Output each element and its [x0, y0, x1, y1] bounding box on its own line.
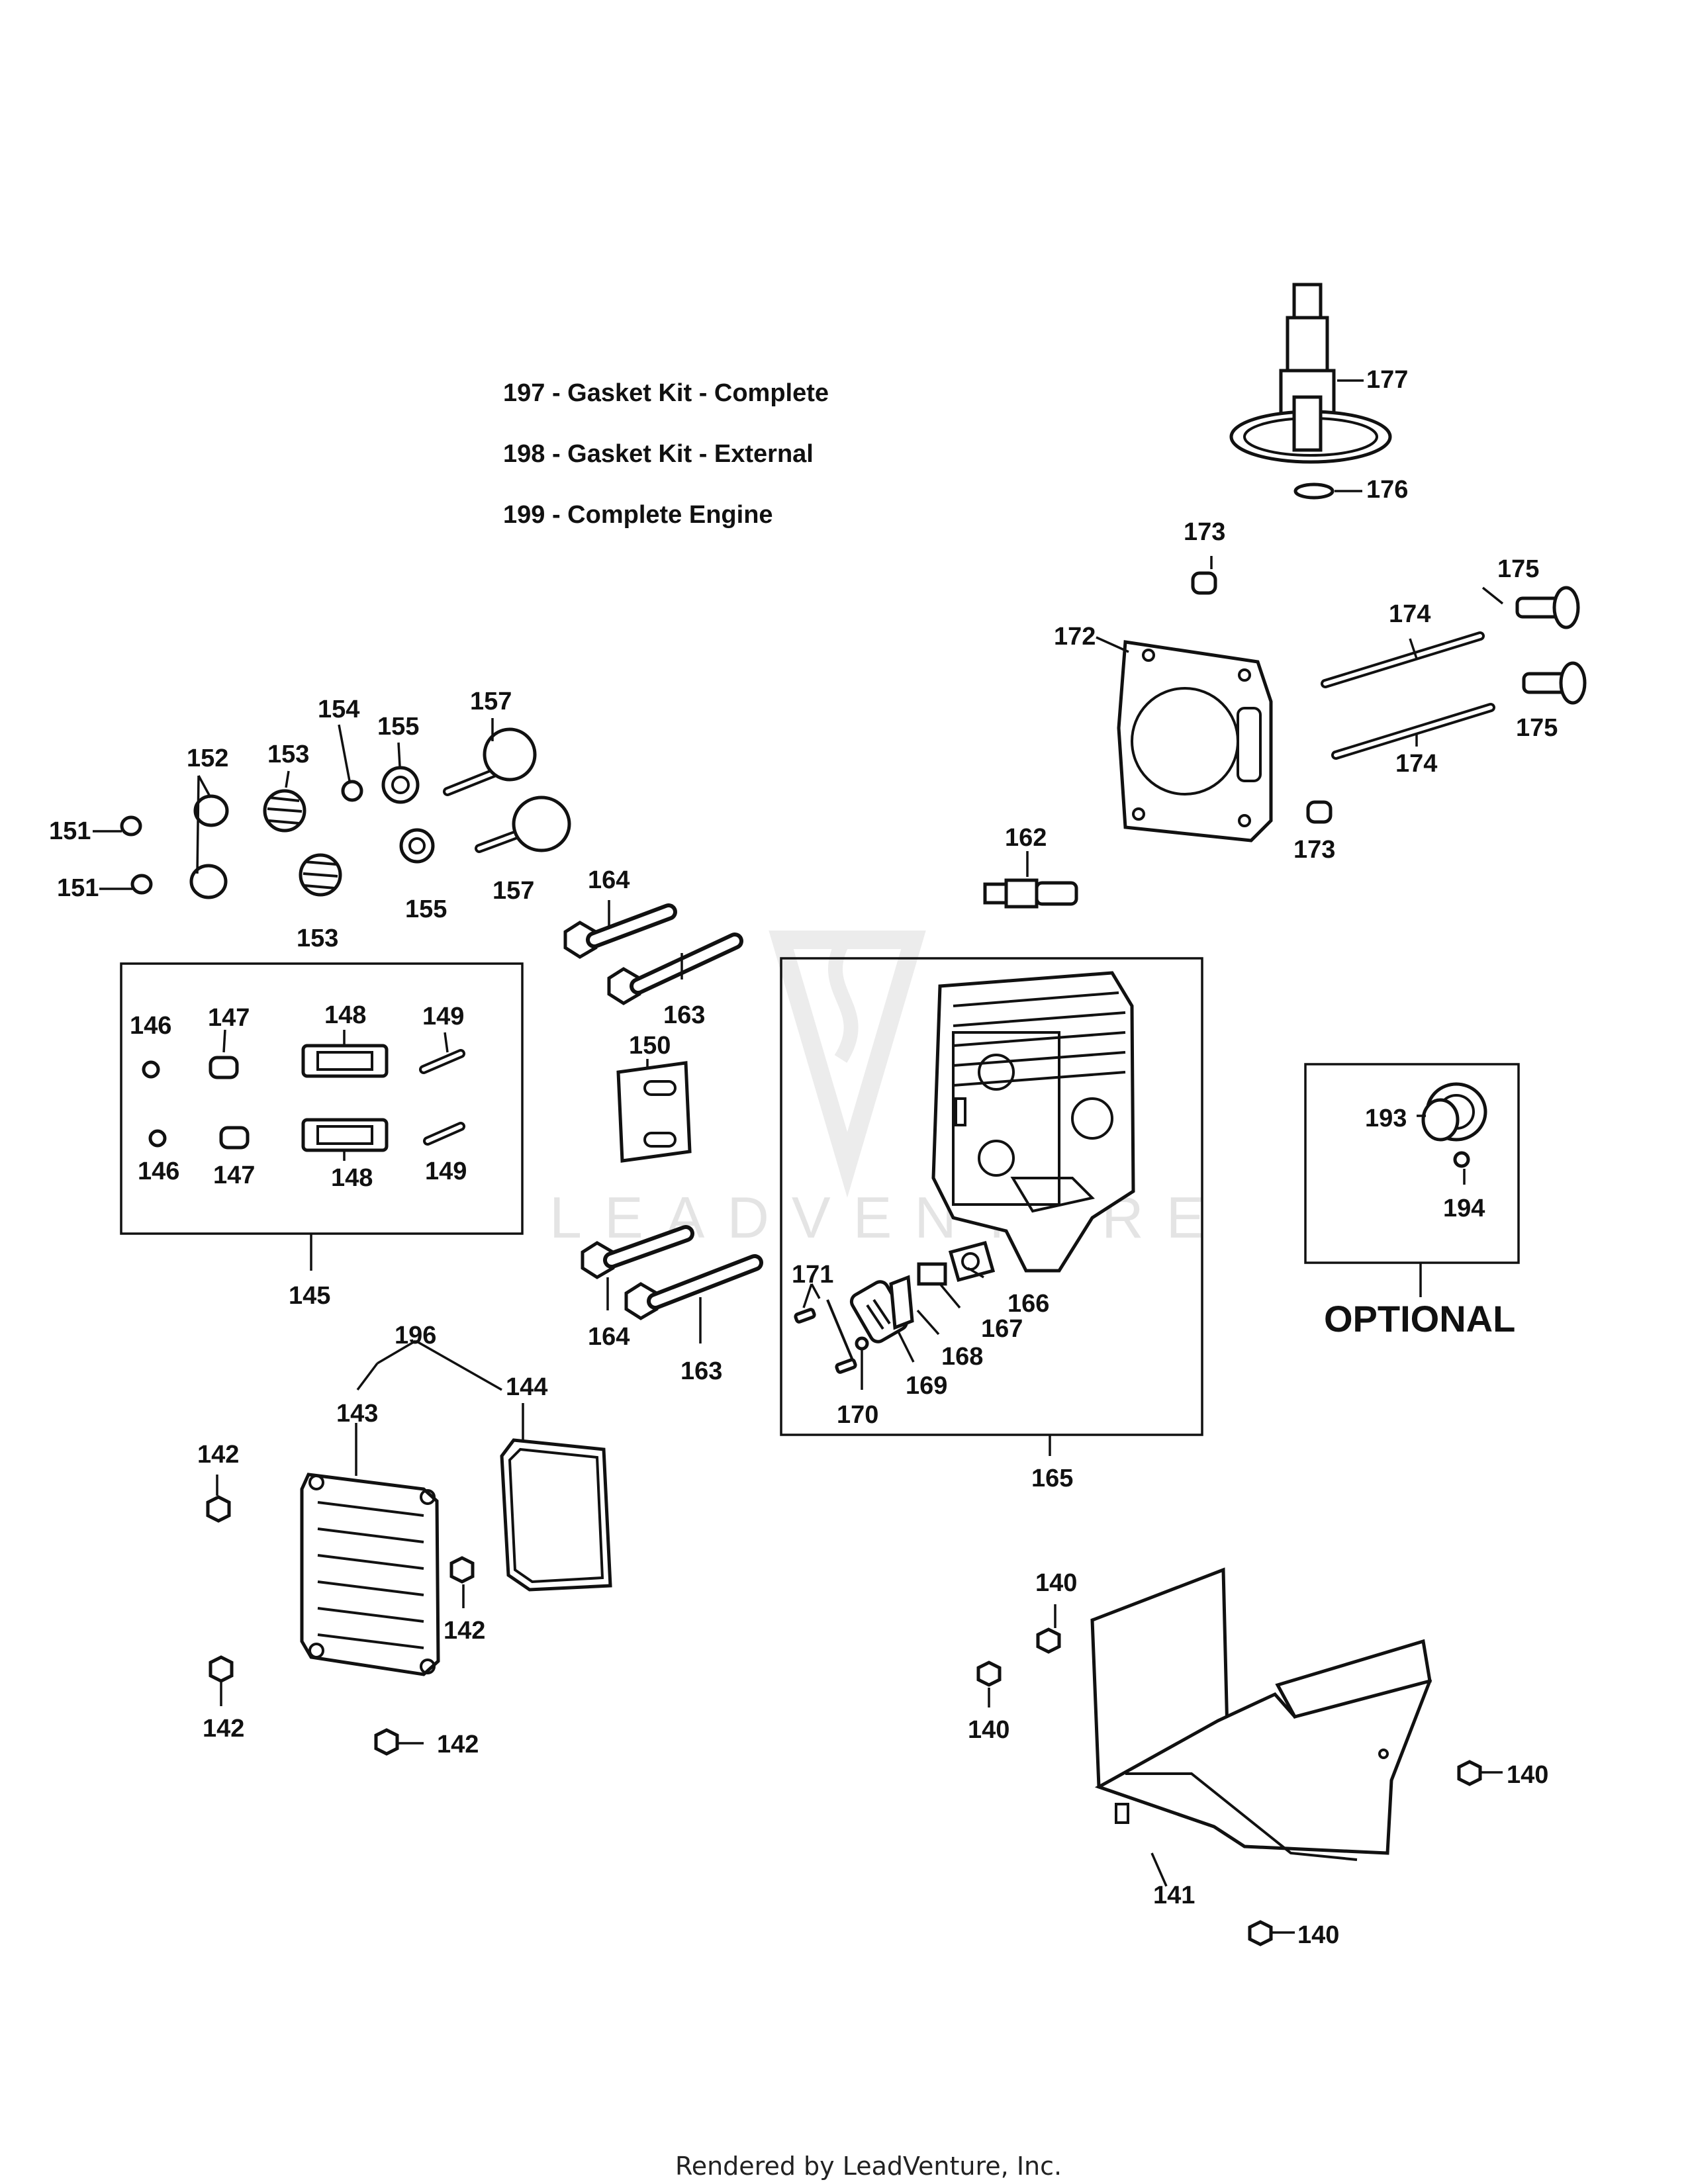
baffle-plate-part	[616, 1061, 692, 1163]
callout-168: 168	[941, 1343, 983, 1371]
callout-169: 169	[906, 1372, 947, 1400]
callout-165: 165	[1031, 1465, 1073, 1492]
rocker-parts-box	[120, 962, 524, 1235]
callout-144: 144	[506, 1373, 547, 1401]
callout-193: 193	[1365, 1105, 1407, 1132]
callout-148: 148	[331, 1164, 373, 1192]
valve-cover-part	[300, 1473, 440, 1676]
callout-148: 148	[324, 1001, 366, 1029]
shroud-bolts	[976, 1627, 1482, 1946]
callout-149: 149	[425, 1158, 467, 1185]
dowel-pins-part	[1191, 571, 1333, 824]
spark-plug-part	[983, 878, 1078, 909]
callout-147: 147	[208, 1004, 250, 1032]
callout-155: 155	[377, 713, 419, 741]
callout-194: 194	[1443, 1195, 1485, 1222]
callout-175: 175	[1516, 714, 1558, 742]
callout-196: 196	[395, 1322, 436, 1349]
callout-140: 140	[1297, 1921, 1339, 1949]
optional-box	[1304, 1063, 1520, 1264]
callout-142: 142	[444, 1617, 485, 1645]
kit-note-197: 197 - Gasket Kit - Complete	[503, 379, 829, 407]
optional-parts	[1421, 1082, 1487, 1168]
callout-166: 166	[1008, 1290, 1049, 1318]
callout-157: 157	[492, 877, 534, 905]
camshaft-part	[1229, 283, 1392, 464]
callout-140: 140	[968, 1716, 1009, 1744]
callout-141: 141	[1153, 1882, 1195, 1909]
cylinder-head-part	[931, 971, 1135, 1273]
cylinder-head-box	[780, 957, 1203, 1436]
callout-142: 142	[197, 1441, 239, 1469]
callout-163: 163	[663, 1001, 705, 1029]
callout-164: 164	[588, 1323, 630, 1351]
callout-143: 143	[336, 1400, 378, 1428]
callout-174: 174	[1389, 600, 1430, 628]
pushrods-part	[1321, 631, 1495, 760]
callout-170: 170	[837, 1401, 878, 1429]
callout-164: 164	[588, 866, 630, 894]
callout-140: 140	[1507, 1761, 1548, 1789]
callout-157: 157	[470, 688, 512, 715]
callout-146: 146	[138, 1158, 179, 1185]
callout-162: 162	[1005, 824, 1047, 852]
callout-147: 147	[213, 1161, 255, 1189]
watermark-logo	[769, 931, 926, 1198]
callout-140: 140	[1035, 1569, 1077, 1597]
tappets-part	[1515, 586, 1587, 705]
valve-parts	[120, 727, 571, 899]
callout-173: 173	[1293, 836, 1335, 864]
kit-note-198: 198 - Gasket Kit - External	[503, 440, 814, 468]
callout-174: 174	[1395, 750, 1437, 778]
callout-142: 142	[203, 1715, 244, 1743]
callout-153: 153	[297, 925, 338, 952]
callout-173: 173	[1184, 518, 1225, 546]
callout-167: 167	[981, 1315, 1023, 1343]
kit-notes: 197 - Gasket Kit - Complete 198 - Gasket…	[503, 379, 829, 529]
callout-146: 146	[130, 1012, 171, 1040]
valve-cover-bolts	[206, 1495, 475, 1756]
callout-151: 151	[49, 817, 91, 845]
callout-151: 151	[57, 874, 99, 902]
washer-part	[1293, 482, 1335, 500]
cylinder-shroud-part	[1090, 1567, 1432, 1861]
footer-credit: Rendered by LeadVenture, Inc.	[675, 2152, 1062, 2181]
callout-171: 171	[792, 1261, 833, 1289]
valve-cover-gasket-part	[500, 1438, 612, 1592]
intake-gasket-parts	[794, 1240, 996, 1374]
callout-labels: 177 176 173 173 175 175 174 174 172 162 …	[49, 366, 1558, 1949]
head-gasket-part	[1117, 640, 1273, 842]
callout-145: 145	[289, 1282, 330, 1310]
callout-152: 152	[187, 745, 228, 772]
callout-153: 153	[267, 741, 309, 768]
callout-163: 163	[680, 1357, 722, 1385]
rocker-parts	[142, 1044, 465, 1152]
callout-149: 149	[422, 1003, 464, 1030]
callout-177: 177	[1366, 366, 1408, 394]
callout-172: 172	[1054, 623, 1096, 651]
callout-150: 150	[629, 1032, 671, 1060]
head-bolts	[563, 903, 763, 1320]
callout-176: 176	[1366, 476, 1408, 504]
callout-155: 155	[405, 895, 447, 923]
optional-label: OPTIONAL	[1324, 1298, 1515, 1340]
callout-154: 154	[318, 696, 359, 723]
callout-142: 142	[437, 1731, 479, 1758]
kit-note-199: 199 - Complete Engine	[503, 501, 773, 529]
callout-175: 175	[1497, 555, 1539, 583]
